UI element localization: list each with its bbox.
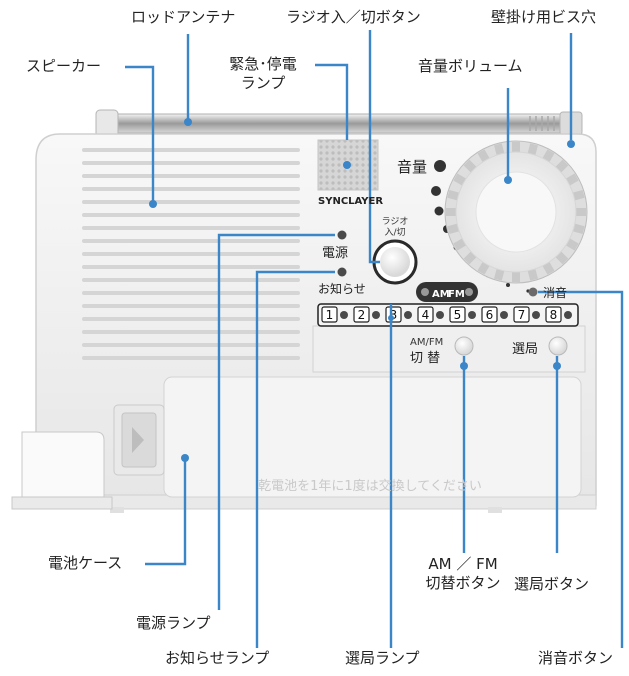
speaker-label: スピーカー — [26, 57, 102, 75]
radio-button-label-2: 入/切 — [384, 227, 405, 238]
am-fm-switch-label-1: AM/FM — [410, 337, 443, 348]
volume-level-dots — [431, 160, 530, 293]
mute-button[interactable] — [528, 287, 538, 297]
tuning-lamp — [468, 311, 476, 319]
battery-case-label: 電池ケース — [48, 554, 123, 572]
am-fm-button-label-line2: 切替ボタン — [425, 573, 501, 592]
rod-antenna — [95, 109, 583, 138]
channel-number-box — [321, 306, 338, 323]
leader-lines — [125, 30, 624, 648]
am-fm-switch-label-2: 切 替 — [410, 351, 440, 366]
channel-number-box — [417, 306, 434, 323]
channel-number-box — [353, 306, 370, 323]
channel-number: 3 — [390, 308, 398, 322]
battery-latch — [11, 404, 165, 510]
tuning-lamp-label: 選局ランプ — [345, 649, 420, 667]
mute-button-label: 消音ボタン — [538, 649, 614, 667]
am-fm-button-label: AM ／ FM 切替ボタン — [398, 555, 528, 593]
tuning-lamp — [532, 311, 540, 319]
am-label: AM — [432, 289, 450, 300]
power-lamp — [337, 230, 347, 240]
tuning-lamp — [340, 311, 348, 319]
tuning-lamp — [372, 311, 380, 319]
tuning-lamp — [500, 311, 508, 319]
channel-number: 4 — [422, 308, 430, 322]
mute-label: 消音 — [543, 285, 567, 300]
battery-note: 乾電池を1年に1度は交換してください — [258, 478, 482, 494]
channel-number-box — [449, 306, 466, 323]
notify-label: お知らせ — [318, 282, 366, 296]
channel-number-box — [481, 306, 498, 323]
emergency-lamp-label-line1: 緊急･停電 — [229, 55, 297, 73]
fm-label: FM — [448, 289, 465, 300]
control-panel — [312, 325, 586, 373]
channel-number-box — [513, 306, 530, 323]
channel-number: 1 — [326, 308, 334, 322]
tune-label: 選局 — [512, 342, 538, 357]
channel-number: 7 — [518, 308, 526, 322]
power-lamp-label: 電源ランプ — [136, 614, 211, 632]
tuning-button-label: 選局ボタン — [514, 575, 590, 593]
radio-power-button-label: ラジオ入／切ボタン — [286, 8, 421, 26]
am-fm-switch-button[interactable] — [454, 336, 474, 356]
tuning-lamp — [564, 311, 572, 319]
tuning-lamp — [436, 311, 444, 319]
channel-number: 6 — [486, 308, 494, 322]
channel-number: 8 — [550, 308, 558, 322]
channel-number: 2 — [358, 308, 366, 322]
tuning-button[interactable] — [548, 336, 568, 356]
tuning-lamp — [404, 311, 412, 319]
channel-number: 5 — [454, 308, 462, 322]
radio-button-label-1: ラジオ — [382, 216, 409, 227]
brand-label: SYNCLAYER — [318, 196, 383, 207]
power-label: 電源 — [322, 246, 348, 261]
volume-knob[interactable] — [444, 140, 588, 284]
wall-screw-hole-label: 壁掛け用ビス穴 — [491, 8, 597, 26]
notification-lamp — [337, 267, 347, 277]
am-fm-indicator — [416, 282, 478, 302]
am-fm-button-label-line1: AM ／ FM — [428, 555, 498, 573]
emergency-lamp-label-line2: ランプ — [240, 73, 286, 92]
volume-label: 音量 — [397, 158, 427, 176]
volume-label-callout: 音量ボリューム — [418, 57, 523, 75]
speaker-grille — [82, 148, 300, 360]
rod-antenna-label: ロッドアンテナ — [131, 8, 236, 26]
channel-strip: 1 2 3 4 5 6 7 8 — [317, 303, 579, 327]
channel-number-box — [545, 306, 562, 323]
notification-lamp-label: お知らせランプ — [165, 649, 270, 667]
emergency-lamp-label: 緊急･停電 ランプ — [218, 55, 308, 93]
radio-power-button[interactable] — [372, 239, 418, 285]
